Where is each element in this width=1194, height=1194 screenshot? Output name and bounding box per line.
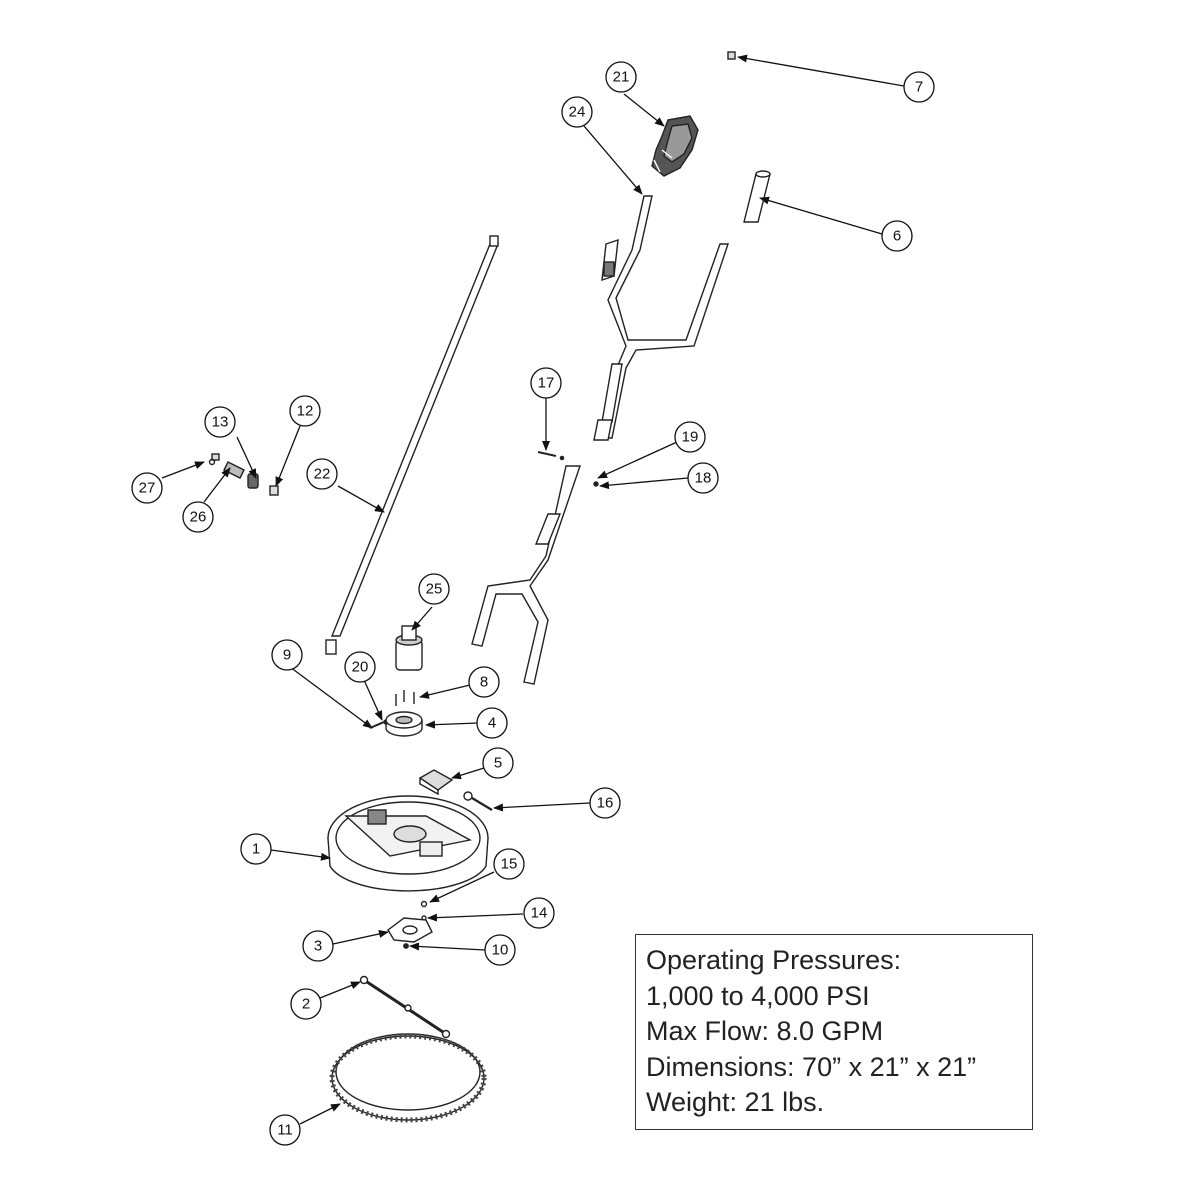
part-1-deck <box>327 795 489 892</box>
svg-text:2: 2 <box>302 996 310 1013</box>
callout-8: 8 <box>468 666 500 698</box>
svg-text:21: 21 <box>613 69 630 86</box>
callout-6: 6 <box>881 220 913 252</box>
part-8-screws <box>395 690 415 706</box>
callouts: 1 2 3 4 5 6 7 8 9 10 11 12 13 14 15 16 1… <box>131 61 935 1146</box>
svg-text:16: 16 <box>597 795 614 812</box>
callout-21: 21 <box>605 61 637 93</box>
callout-27: 27 <box>131 472 163 504</box>
callout-11: 11 <box>269 1114 301 1146</box>
callout-5: 5 <box>482 747 514 779</box>
svg-text:18: 18 <box>695 470 712 487</box>
callout-12: 12 <box>289 395 321 427</box>
svg-text:10: 10 <box>492 942 509 959</box>
callout-13: 13 <box>204 406 236 438</box>
part-2-spray-bar <box>359 975 451 1039</box>
spec-pressure-range: 1,000 to 4,000 PSI <box>646 980 870 1011</box>
svg-text:19: 19 <box>682 429 699 446</box>
callout-14: 14 <box>523 897 555 929</box>
svg-text:14: 14 <box>531 905 548 922</box>
svg-text:27: 27 <box>139 480 156 497</box>
svg-text:11: 11 <box>277 1122 293 1139</box>
callout-10: 10 <box>484 934 516 966</box>
part-6-grip <box>743 170 771 223</box>
svg-text:24: 24 <box>569 104 586 121</box>
callout-4: 4 <box>476 707 508 739</box>
spec-max-flow: Max Flow: 8.0 GPM <box>646 1016 884 1046</box>
svg-text:25: 25 <box>426 581 443 598</box>
callout-3: 3 <box>302 930 334 962</box>
svg-text:5: 5 <box>494 755 502 772</box>
part-5-bracket <box>418 769 454 796</box>
callout-1: 1 <box>240 833 272 865</box>
callout-24: 24 <box>561 96 593 128</box>
svg-text:15: 15 <box>501 856 518 873</box>
part-illustrations <box>208 51 771 1123</box>
svg-text:7: 7 <box>915 79 923 96</box>
part-21-trigger-gun <box>651 115 699 177</box>
part-25-swivel <box>395 625 423 671</box>
svg-text:26: 26 <box>190 509 207 526</box>
callout-26: 26 <box>182 501 214 533</box>
callout-19: 19 <box>674 421 706 453</box>
part-3-flange <box>387 917 433 943</box>
spec-dimensions: Dimensions: 70” x 21” x 21” <box>646 1051 977 1082</box>
part-17-bolt <box>537 451 565 461</box>
svg-text:1: 1 <box>252 841 260 858</box>
part-11-skirt <box>329 1033 487 1123</box>
part-15-washer <box>420 900 428 908</box>
svg-text:22: 22 <box>314 466 331 483</box>
part-24-upper-handle <box>593 195 729 441</box>
callout-22: 22 <box>306 458 338 490</box>
part-fittings <box>208 453 279 496</box>
part-lower-handle <box>471 465 581 685</box>
part-10-nut <box>403 943 409 949</box>
svg-text:9: 9 <box>283 647 291 664</box>
svg-text:12: 12 <box>297 403 314 420</box>
leader-lines <box>161 54 905 1125</box>
callout-16: 16 <box>589 787 621 819</box>
svg-text:3: 3 <box>314 938 322 955</box>
part-7-cap <box>727 51 736 60</box>
callout-15: 15 <box>493 848 525 880</box>
part-22-wand <box>325 235 500 655</box>
svg-text:13: 13 <box>212 414 229 431</box>
part-4-hub <box>385 711 423 737</box>
svg-text:8: 8 <box>480 674 488 691</box>
spec-operating-pressures-label: Operating Pressures: <box>646 945 902 975</box>
callout-18: 18 <box>687 462 719 494</box>
callout-9: 9 <box>271 639 303 671</box>
callout-7: 7 <box>903 71 935 103</box>
callout-25: 25 <box>418 573 450 605</box>
callout-17: 17 <box>530 367 562 399</box>
svg-text:17: 17 <box>538 375 555 392</box>
specifications-box: Operating Pressures: 1,000 to 4,000 PSI … <box>635 934 1033 1130</box>
callout-20: 20 <box>344 651 376 683</box>
callout-2: 2 <box>290 988 322 1020</box>
part-18-19-fasteners <box>593 481 599 487</box>
svg-text:4: 4 <box>488 715 496 732</box>
part-16-pin <box>463 791 493 811</box>
svg-text:6: 6 <box>893 228 901 245</box>
spec-weight: Weight: 21 lbs. <box>646 1087 825 1117</box>
svg-text:20: 20 <box>352 659 369 676</box>
